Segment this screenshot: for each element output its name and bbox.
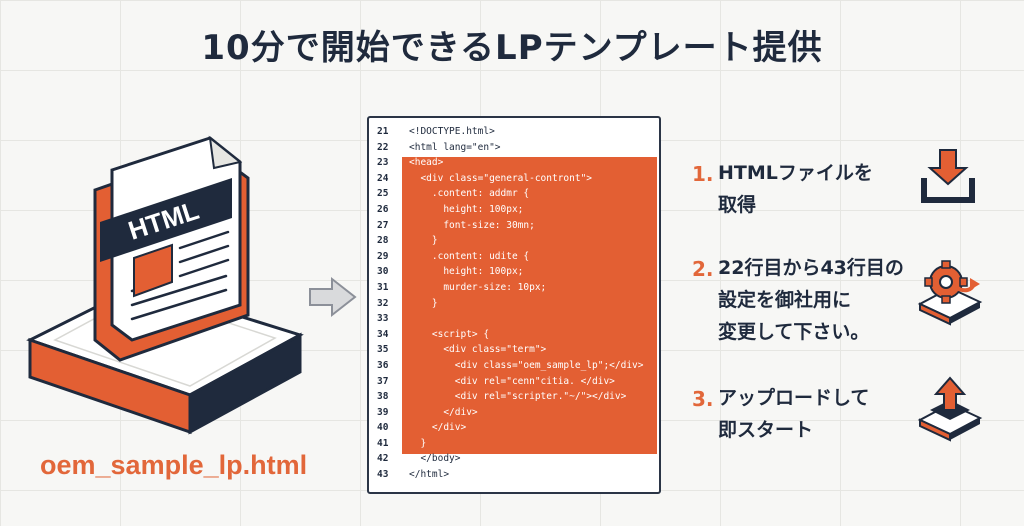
step-number: 1.	[692, 162, 714, 186]
code-text: <div rel="cenn"citia. </div>	[409, 375, 615, 387]
code-line: 22 <html lang="en">	[369, 140, 659, 156]
step-line: 取得	[718, 194, 757, 216]
download-icon	[921, 149, 975, 203]
code-line: 25 .content: addmr {	[369, 186, 659, 202]
line-number: 39	[377, 406, 389, 418]
code-line: 26 height: 100px;	[369, 202, 659, 218]
step-line: HTMLファイルを	[718, 162, 873, 184]
step-text: 22行目から43行目の 設定を御社用に 変更して下さい。	[718, 252, 918, 348]
code-text: <!DOCTYPE.html>	[409, 126, 495, 137]
code-line: 30 height: 100px;	[369, 264, 659, 280]
step-number: 2.	[692, 257, 714, 281]
line-number: 32	[377, 297, 389, 309]
line-number: 37	[377, 375, 389, 387]
line-number: 21	[377, 126, 389, 137]
code-line: 33	[369, 311, 659, 327]
code-text: </div>	[409, 422, 467, 434]
code-text: height: 100px;	[409, 266, 524, 278]
code-text: font-size: 30mn;	[409, 219, 535, 231]
file-name-label: oem_sample_lp.html	[40, 450, 308, 480]
code-text: }	[409, 297, 438, 309]
line-number: 40	[377, 422, 389, 434]
code-text: </div>	[409, 406, 478, 418]
line-number: 41	[377, 437, 389, 449]
code-text: murder-size: 10px;	[409, 281, 547, 293]
step-line: アップロードして	[718, 387, 870, 409]
step-number: 3.	[692, 387, 714, 411]
step-line: 即スタート	[718, 419, 814, 441]
line-number: 34	[377, 328, 389, 340]
code-line: 41 }	[369, 436, 659, 452]
code-line: 34 <script> {	[369, 327, 659, 343]
code-line: 37 <div rel="cenn"citia. </div>	[369, 374, 659, 390]
code-text: <head>	[409, 157, 444, 169]
code-line: 43 </html>	[369, 467, 659, 483]
step-line: 変更して下さい。	[718, 321, 870, 343]
line-number: 33	[377, 313, 389, 325]
line-number: 30	[377, 266, 389, 278]
code-line: 42 </body>	[369, 451, 659, 467]
code-text: .content: addmr {	[409, 188, 530, 200]
code-text: <script> {	[409, 328, 490, 340]
code-text: </body>	[409, 453, 461, 465]
code-line: 40 </div>	[369, 420, 659, 436]
code-text: <div class="oem_sample_lp";</div>	[409, 359, 644, 371]
code-text: <div class="general-contront">	[409, 172, 593, 184]
code-text: <div rel="scripter."~/"></div>	[409, 391, 627, 403]
code-line: 35 <div class="term">	[369, 342, 659, 358]
code-editor: 21 <!DOCTYPE.html> 22 <html lang="en"> 23 <he…	[367, 116, 661, 494]
step-text: HTMLファイルを 取得	[718, 157, 918, 221]
line-number: 27	[377, 219, 389, 231]
code-line: 31 murder-size: 10px;	[369, 280, 659, 296]
step-line: 22行目から43行目の	[718, 257, 904, 279]
line-number: 23	[377, 157, 389, 169]
code-text: .content: udite {	[409, 250, 530, 262]
line-number: 31	[377, 281, 389, 293]
step-line: 設定を御社用に	[718, 289, 852, 311]
line-number: 25	[377, 188, 389, 200]
line-number: 38	[377, 391, 389, 403]
line-number: 43	[377, 469, 389, 481]
highlighted-code-range	[402, 157, 657, 454]
line-number: 42	[377, 453, 389, 465]
line-number: 29	[377, 250, 389, 262]
code-text: }	[409, 437, 427, 449]
line-number: 36	[377, 359, 389, 371]
upload-icon	[917, 376, 983, 442]
line-number: 22	[377, 141, 389, 153]
code-line: 28 }	[369, 233, 659, 249]
page-title: 10分で開始できるLPテンプレート提供	[201, 28, 823, 68]
code-line: 36 <div class="oem_sample_lp";</div>	[369, 358, 659, 374]
code-line: 23 <head>	[369, 155, 659, 171]
step-text: アップロードして 即スタート	[718, 382, 918, 446]
line-number: 28	[377, 235, 389, 247]
code-lines: 21 <!DOCTYPE.html> 22 <html lang="en"> 23 <he…	[369, 124, 659, 483]
code-text: <html lang="en">	[409, 141, 501, 153]
line-number: 24	[377, 172, 389, 184]
right-arrow-icon	[309, 276, 357, 318]
html-file-illustration: HTML	[26, 135, 304, 435]
settings-gear-icon	[917, 260, 983, 326]
code-line: 32 }	[369, 296, 659, 312]
code-text: }	[409, 235, 438, 247]
line-number: 26	[377, 203, 389, 215]
code-line: 38 <div rel="scripter."~/"></div>	[369, 389, 659, 405]
line-number: 35	[377, 344, 389, 356]
code-line: 29 .content: udite {	[369, 249, 659, 265]
code-text: height: 100px;	[409, 203, 524, 215]
code-line: 27 font-size: 30mn;	[369, 218, 659, 234]
code-line: 39 </div>	[369, 405, 659, 421]
code-text: </html>	[409, 469, 450, 481]
code-text: <div class="term">	[409, 344, 547, 356]
code-line: 24 <div class="general-contront">	[369, 171, 659, 187]
code-line: 21 <!DOCTYPE.html>	[369, 124, 659, 140]
